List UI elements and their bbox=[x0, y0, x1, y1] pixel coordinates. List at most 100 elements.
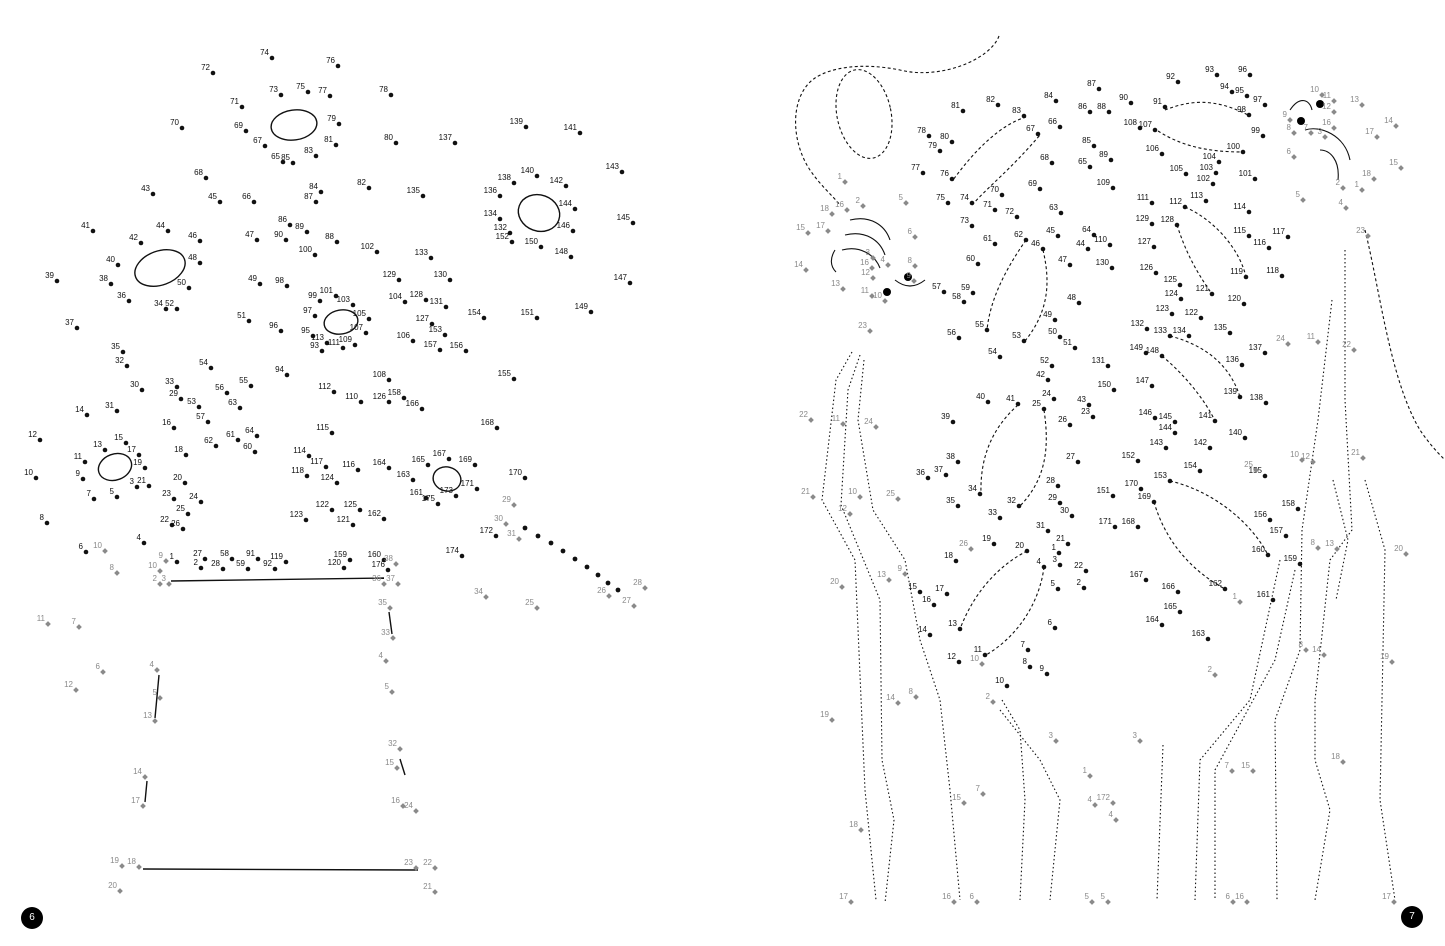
numbered-dot[interactable]: 131 bbox=[1092, 356, 1111, 369]
numbered-dot[interactable]: 37 bbox=[65, 318, 80, 331]
gray-number-marker[interactable]: 19 bbox=[1380, 652, 1395, 665]
numbered-dot[interactable]: 63 bbox=[228, 398, 243, 411]
numbered-dot[interactable]: 11 bbox=[974, 645, 988, 658]
gray-number-marker[interactable]: 8 bbox=[1311, 538, 1321, 551]
gray-number-marker[interactable]: 32 bbox=[388, 739, 403, 752]
numbered-dot[interactable]: 154 bbox=[1184, 461, 1203, 474]
numbered-dot[interactable]: 112 bbox=[1169, 197, 1188, 210]
numbered-dot[interactable]: 122 bbox=[316, 500, 335, 513]
numbered-dot[interactable]: 85 bbox=[1082, 136, 1097, 149]
gray-number-marker[interactable]: 9 bbox=[898, 564, 908, 577]
gray-number-marker[interactable]: 25 bbox=[525, 598, 540, 611]
numbered-dot[interactable]: 53 bbox=[187, 397, 202, 410]
numbered-dot[interactable]: 18 bbox=[174, 445, 189, 458]
numbered-dot[interactable]: 21 bbox=[137, 476, 152, 489]
numbered-dot[interactable]: 109 bbox=[339, 335, 358, 348]
numbered-dot[interactable]: 64 bbox=[245, 426, 260, 439]
gray-number-marker[interactable]: 16 bbox=[1235, 892, 1250, 905]
numbered-dot[interactable]: 72 bbox=[201, 63, 216, 76]
numbered-dot[interactable]: 147 bbox=[1136, 376, 1155, 389]
numbered-dot[interactable]: 77 bbox=[911, 163, 926, 176]
numbered-dot[interactable]: 4 bbox=[137, 533, 147, 546]
numbered-dot[interactable]: 47 bbox=[245, 230, 260, 243]
gray-number-marker[interactable]: 10 bbox=[970, 654, 985, 667]
numbered-dot[interactable]: 31 bbox=[1036, 521, 1051, 534]
numbered-dot[interactable]: 80 bbox=[940, 132, 955, 145]
numbered-dot[interactable]: 152 bbox=[496, 232, 515, 245]
numbered-dot[interactable]: 40 bbox=[106, 255, 121, 268]
gray-number-marker[interactable]: 1 bbox=[1083, 766, 1093, 779]
numbered-dot[interactable]: 58 bbox=[952, 292, 967, 305]
numbered-dot[interactable]: 168 bbox=[481, 418, 500, 431]
numbered-dot[interactable]: 125 bbox=[344, 500, 363, 513]
gray-number-marker[interactable]: 172 bbox=[1097, 793, 1116, 806]
gray-number-marker[interactable]: 10 bbox=[93, 541, 108, 554]
gray-number-marker[interactable]: 16 bbox=[391, 796, 406, 809]
numbered-dot[interactable]: 95 bbox=[301, 326, 316, 339]
numbered-dot[interactable]: 45 bbox=[208, 192, 223, 205]
numbered-dot[interactable]: 83 bbox=[304, 146, 319, 159]
numbered-dot[interactable]: 23 bbox=[1081, 407, 1096, 420]
numbered-dot[interactable]: 157 bbox=[424, 340, 443, 353]
numbered-dot[interactable]: 70 bbox=[170, 118, 185, 131]
numbered-dot[interactable]: 140 bbox=[1229, 428, 1248, 441]
numbered-dot[interactable]: 82 bbox=[357, 178, 372, 191]
gray-number-marker[interactable]: 18 bbox=[849, 820, 864, 833]
numbered-dot[interactable]: 126 bbox=[1140, 263, 1159, 276]
numbered-dot[interactable]: 162 bbox=[1209, 579, 1228, 592]
numbered-dot[interactable]: 41 bbox=[1006, 394, 1021, 407]
gray-number-marker[interactable]: 20 bbox=[1394, 544, 1409, 557]
numbered-dot[interactable]: 65 bbox=[1078, 157, 1093, 170]
numbered-dot[interactable]: 169 bbox=[1138, 492, 1157, 505]
gray-number-marker[interactable]: 34 bbox=[474, 587, 489, 600]
numbered-dot[interactable]: 85 bbox=[281, 153, 296, 166]
numbered-dot[interactable]: 170 bbox=[1125, 479, 1144, 492]
gray-number-marker[interactable]: 2 bbox=[1208, 665, 1218, 678]
gray-number-marker[interactable]: 3 bbox=[162, 574, 172, 587]
gray-number-marker[interactable]: 3 bbox=[866, 248, 876, 261]
numbered-dot[interactable]: 73 bbox=[269, 85, 284, 98]
numbered-dot[interactable]: 94 bbox=[275, 365, 290, 378]
numbered-dot[interactable]: 17 bbox=[935, 584, 950, 597]
gray-number-marker[interactable]: 22 bbox=[423, 858, 438, 871]
numbered-dot[interactable]: 137 bbox=[1249, 343, 1268, 356]
numbered-dot[interactable]: 91 bbox=[246, 549, 261, 562]
numbered-dot[interactable]: 34 bbox=[968, 484, 983, 497]
numbered-dot[interactable]: 67 bbox=[1026, 124, 1041, 137]
numbered-dot[interactable]: 99 bbox=[308, 291, 323, 304]
numbered-dot[interactable]: 35 bbox=[111, 342, 126, 355]
gray-number-marker[interactable]: 2 bbox=[1336, 178, 1346, 191]
numbered-dot[interactable]: 67 bbox=[253, 136, 268, 149]
numbered-dot[interactable]: 21 bbox=[1056, 534, 1071, 547]
numbered-dot[interactable]: 113 bbox=[1190, 191, 1209, 204]
numbered-dot[interactable]: 109 bbox=[1097, 178, 1116, 191]
numbered-dot[interactable]: 102 bbox=[361, 242, 380, 255]
numbered-dot[interactable]: 30 bbox=[1060, 506, 1075, 519]
numbered-dot[interactable]: 138 bbox=[1250, 393, 1269, 406]
numbered-dot[interactable]: 57 bbox=[196, 412, 211, 425]
numbered-dot[interactable]: 93 bbox=[1205, 65, 1220, 78]
gray-number-marker[interactable]: 26 bbox=[597, 586, 612, 599]
gray-number-marker[interactable]: 4 bbox=[379, 651, 389, 664]
gray-number-marker[interactable]: 1 bbox=[1355, 180, 1365, 193]
numbered-dot[interactable]: 81 bbox=[324, 135, 339, 148]
gray-number-marker[interactable]: 6 bbox=[970, 892, 980, 905]
gray-number-marker[interactable]: 6 bbox=[1287, 147, 1297, 160]
numbered-dot[interactable]: 160 bbox=[1252, 545, 1271, 558]
gray-number-marker[interactable]: 36 bbox=[372, 574, 387, 587]
numbered-dot[interactable]: 100 bbox=[1227, 142, 1246, 155]
numbered-dot[interactable]: 132 bbox=[494, 223, 513, 236]
gray-number-marker[interactable]: 10 bbox=[1290, 450, 1305, 463]
numbered-dot[interactable]: 164 bbox=[373, 458, 392, 471]
numbered-dot[interactable]: 16 bbox=[162, 418, 177, 431]
numbered-dot[interactable]: 165 bbox=[412, 455, 431, 468]
gray-number-marker[interactable]: 21 bbox=[1351, 448, 1366, 461]
numbered-dot[interactable]: 114 bbox=[1233, 202, 1252, 215]
gray-number-marker[interactable]: 4 bbox=[1109, 810, 1119, 823]
numbered-dot[interactable]: 90 bbox=[274, 230, 289, 243]
numbered-dot[interactable]: 151 bbox=[1097, 486, 1116, 499]
numbered-dot[interactable]: 31 bbox=[105, 401, 120, 414]
numbered-dot[interactable]: 76 bbox=[940, 169, 955, 182]
gray-number-marker[interactable]: 3 bbox=[1133, 731, 1143, 744]
numbered-dot[interactable]: 145 bbox=[617, 213, 636, 226]
